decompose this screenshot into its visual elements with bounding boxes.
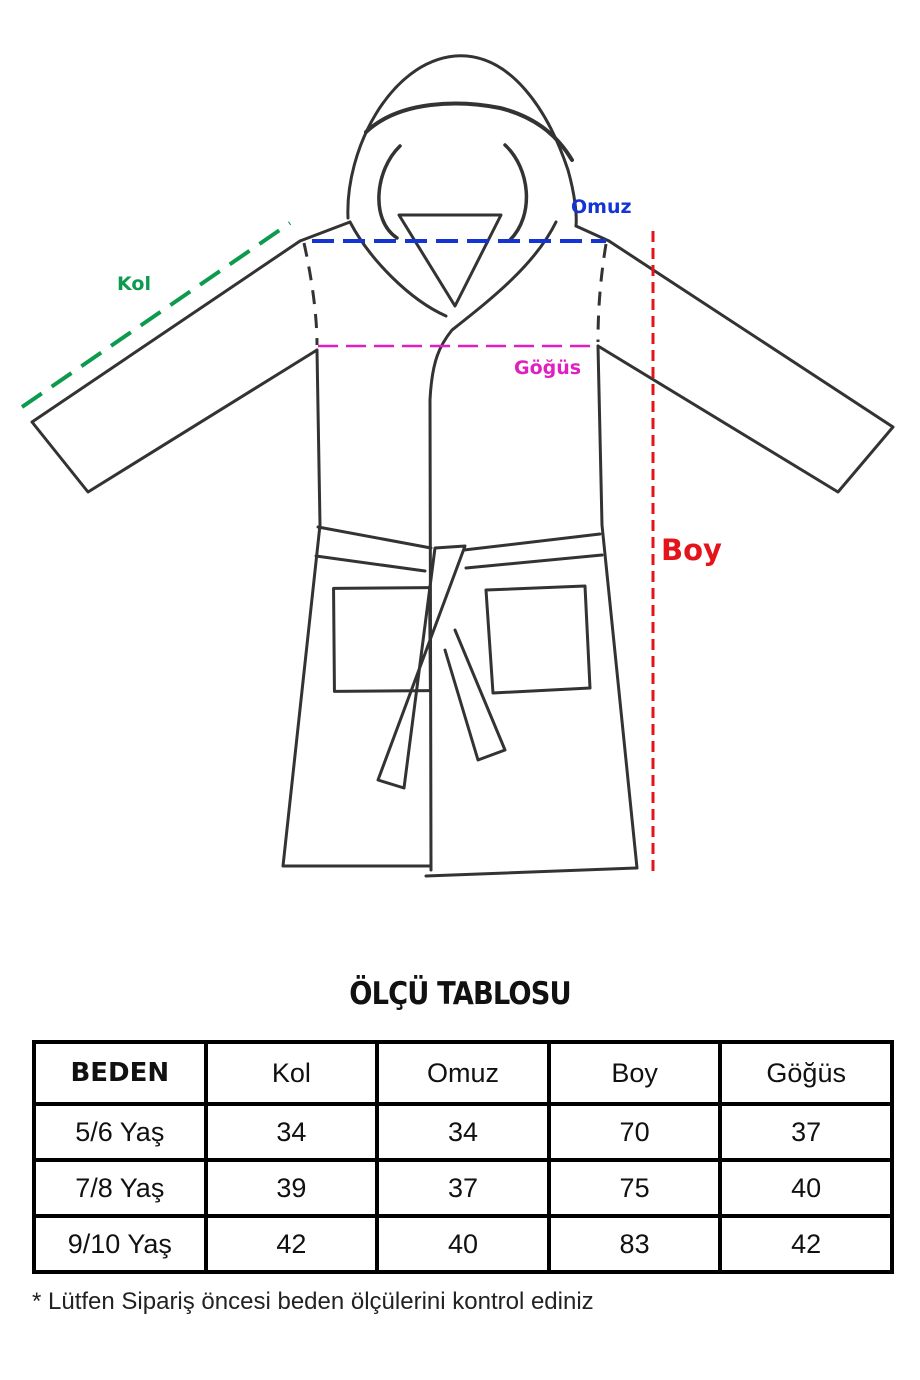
bathrobe-illustration xyxy=(20,54,895,878)
boy-label: Boy xyxy=(661,533,722,567)
omuz-label: Omuz xyxy=(571,196,632,218)
cell-boy: 70 xyxy=(546,1102,723,1162)
size-check-note: * Lütfen Sipariş öncesi beden ölçülerini… xyxy=(32,1288,594,1315)
kol-measure-line xyxy=(20,221,292,409)
size-chart-title: ÖLÇÜ TABLOSU xyxy=(349,976,571,1012)
table-row: 5/6 Yaş 34 34 70 37 xyxy=(32,1102,894,1162)
bathrobe-diagram: Kol Omuz Göğüs Boy xyxy=(20,54,895,878)
header-boy: Boy xyxy=(546,1040,723,1106)
cell-boy: 83 xyxy=(546,1214,723,1274)
cell-size: 9/10 Yaş xyxy=(32,1214,208,1274)
cell-gogus: 37 xyxy=(718,1102,894,1162)
table-row: 9/10 Yaş 42 40 83 42 xyxy=(32,1214,894,1274)
cell-boy: 75 xyxy=(546,1158,723,1218)
table-header-row: BEDEN Kol Omuz Boy Göğüs xyxy=(32,1040,894,1106)
cell-gogus: 40 xyxy=(718,1158,894,1218)
header-beden: BEDEN xyxy=(32,1040,208,1106)
cell-kol: 39 xyxy=(203,1158,380,1218)
cell-kol: 34 xyxy=(203,1102,380,1162)
cell-kol: 42 xyxy=(203,1214,380,1274)
cell-omuz: 34 xyxy=(375,1102,551,1162)
kol-label: Kol xyxy=(117,273,151,295)
cell-gogus: 42 xyxy=(718,1214,894,1274)
header-kol: Kol xyxy=(203,1040,380,1106)
size-chart-table: BEDEN Kol Omuz Boy Göğüs 5/6 Yaş 34 34 7… xyxy=(32,1040,894,1274)
header-omuz: Omuz xyxy=(375,1040,551,1106)
gogus-label: Göğüs xyxy=(514,357,582,379)
table-row: 7/8 Yaş 39 37 75 40 xyxy=(32,1158,894,1218)
cell-size: 7/8 Yaş xyxy=(32,1158,208,1218)
cell-omuz: 40 xyxy=(375,1214,551,1274)
cell-size: 5/6 Yaş xyxy=(32,1102,208,1162)
header-gogus: Göğüs xyxy=(718,1040,894,1106)
cell-omuz: 37 xyxy=(375,1158,551,1218)
